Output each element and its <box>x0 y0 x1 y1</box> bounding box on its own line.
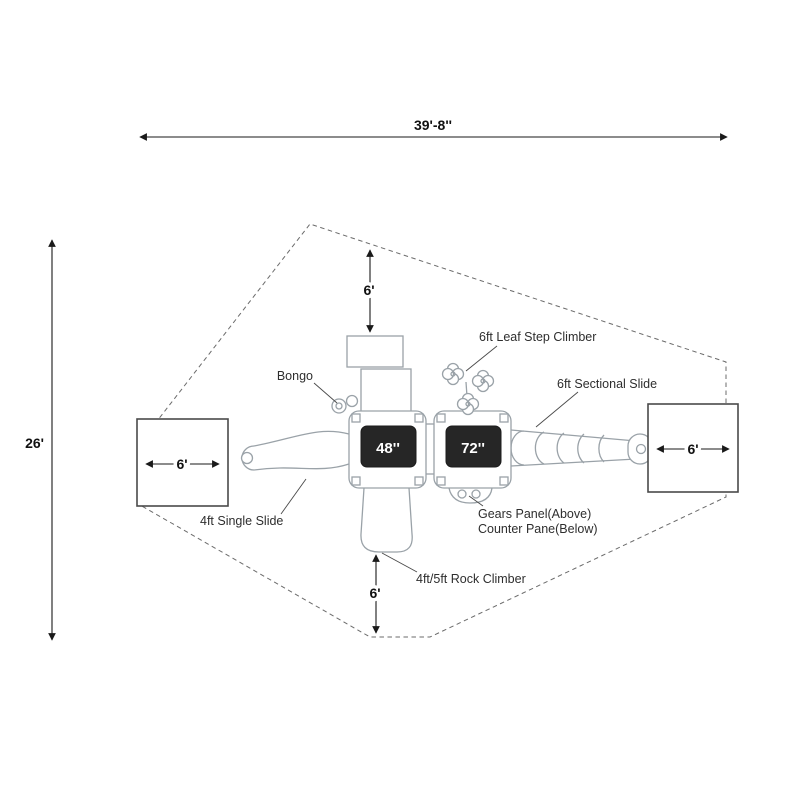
gears-panel <box>448 487 493 504</box>
sectional-slide-label: 6ft Sectional Slide <box>557 377 657 391</box>
leaf-climber-leader <box>465 345 498 372</box>
right-zone-label: 6' <box>687 441 698 457</box>
bongo-label: Bongo <box>277 369 313 383</box>
rock-climber-leader <box>381 552 418 573</box>
leaf-climber-label: 6ft Leaf Step Climber <box>479 330 596 344</box>
post <box>436 413 446 423</box>
bongo-drums <box>331 394 359 414</box>
platform-48-display <box>360 425 417 468</box>
leaf-step-climber <box>441 362 495 416</box>
dimension-bottom-clearance: 6' <box>366 554 384 634</box>
left-zone-box: 6' <box>136 418 229 507</box>
single-slide <box>240 430 350 471</box>
top-climber-panel-lower <box>360 368 412 413</box>
left-zone-label: 6' <box>176 456 187 472</box>
sectional-slide-leader <box>535 391 579 428</box>
post <box>351 413 361 423</box>
dimension-overall-width: 39'-8'' <box>139 117 728 141</box>
post <box>414 413 424 423</box>
callout-labels: Bongo 6ft Leaf Step Climber 6ft Sectiona… <box>200 330 657 586</box>
platform-48: 48'' <box>348 410 427 489</box>
platform-72-label: 72'' <box>461 440 485 457</box>
platform-72: 72'' <box>433 410 512 489</box>
playground-structure: 48'' 72'' <box>240 335 653 553</box>
post <box>351 476 361 486</box>
post <box>499 413 509 423</box>
top-climber-panel-upper <box>346 335 404 368</box>
dimension-top-clearance: 6' <box>360 249 378 333</box>
single-slide-label: 4ft Single Slide <box>200 514 283 528</box>
bottom-clearance-label: 6' <box>369 585 380 601</box>
platform-48-label: 48'' <box>376 440 400 457</box>
gears-panel-label-line2: Counter Pane(Below) <box>478 522 598 536</box>
gears-panel-leader <box>468 495 484 507</box>
bongo-leader <box>313 382 338 404</box>
sectional-slide-end <box>635 443 647 455</box>
sectional-slide <box>510 429 653 467</box>
post <box>436 476 446 486</box>
rock-climber-label: 4ft/5ft Rock Climber <box>416 572 526 586</box>
overall-width-label: 39'-8'' <box>414 117 452 133</box>
single-slide-end <box>240 451 254 465</box>
platform-72-display <box>445 425 502 468</box>
overall-depth-label: 26' <box>25 435 44 451</box>
rock-climber <box>360 487 413 553</box>
post <box>499 476 509 486</box>
right-zone-box: 6' <box>647 403 739 493</box>
leader-lines <box>280 345 579 573</box>
use-zone-boundary <box>139 223 727 638</box>
single-slide-leader <box>280 478 307 515</box>
dimension-overall-depth: 26' <box>25 239 56 641</box>
top-clearance-label: 6' <box>363 282 374 298</box>
gears-panel-label-line1: Gears Panel(Above) <box>478 507 591 521</box>
post <box>414 476 424 486</box>
